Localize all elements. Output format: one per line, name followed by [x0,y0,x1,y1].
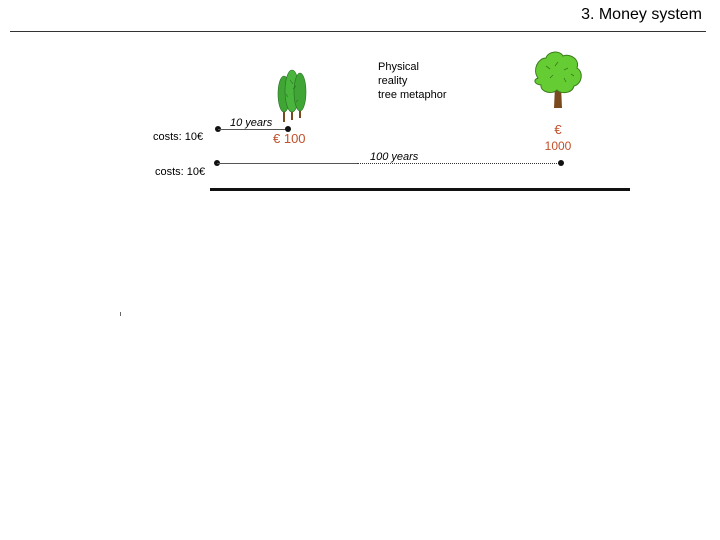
long-path-value-symbol: € [554,122,562,137]
long-path-value-amount: 1000 [544,139,572,153]
short-path-end-dot [285,126,291,132]
young-trees-icon [277,69,307,122]
caption-line-2: reality [378,75,408,87]
short-path-duration-label: 10 years [230,117,273,129]
long-path-line-left [217,163,357,164]
caption-line-3: tree metaphor [378,89,447,101]
short-path-value-label: € 100 [273,131,306,146]
slide-title: 3. Money system [581,6,702,23]
long-path-value-label: € 1000 [540,122,576,154]
short-path-line [218,129,288,130]
caption-line-1: Physical [378,61,419,73]
short-path-cost-label: costs: 10€ [153,131,204,143]
title-divider [10,31,706,32]
long-path-line-right [357,163,561,164]
grown-tree-icon [534,51,582,108]
long-path-duration-label: 100 years [370,151,419,163]
baseline-rule [210,188,630,191]
long-path-cost-label: costs: 10€ [155,166,206,178]
long-path-end-dot [558,160,564,166]
stray-mark [120,312,121,316]
metaphor-caption: Physical reality tree metaphor [378,60,446,102]
